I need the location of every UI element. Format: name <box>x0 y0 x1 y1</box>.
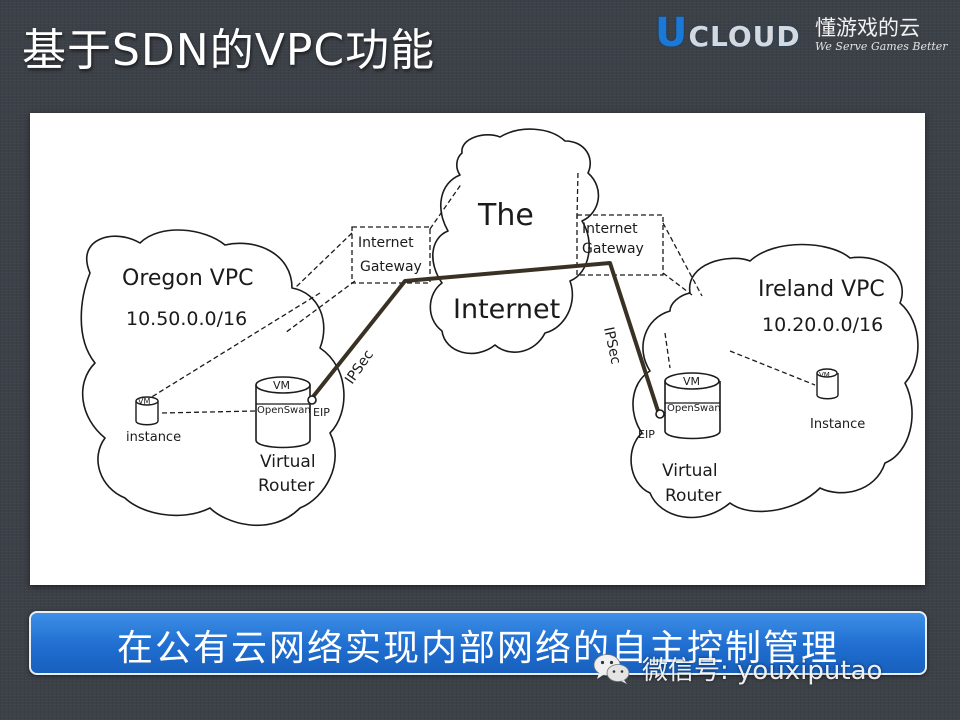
left-router-vm-label: VM <box>273 379 290 392</box>
right-instance-icon <box>816 368 839 400</box>
right-router-software: OpenSwan <box>667 403 721 414</box>
logo-tagline-cn: 懂游戏的云 <box>815 16 920 40</box>
right-eip-dot <box>655 409 665 419</box>
right-gateway-line1: Internet <box>582 221 638 237</box>
left-eip-dot <box>307 395 317 405</box>
logo-brand-u: U <box>655 10 689 56</box>
caption-text: 在公有云网络实现内部网络的自主控制管理 <box>116 628 839 669</box>
right-router-vm-label: VM <box>683 375 700 388</box>
right-virtual-router-icon <box>664 372 721 440</box>
left-virtual-router-icon <box>255 376 311 449</box>
right-instance-label: Instance <box>810 417 865 432</box>
ipsec-tunnel <box>310 261 660 412</box>
left-internet-gateway-box <box>351 226 431 284</box>
left-instance-vm-label: VM <box>138 397 150 406</box>
oregon-vpc-cloud <box>80 229 345 527</box>
ipsec-label-right: IPSec <box>600 326 624 366</box>
internet-cloud <box>429 128 600 355</box>
wechat-watermark: 微信号: youxiputao <box>592 648 952 692</box>
logo-wordmark: UCLOUD <box>655 10 801 56</box>
left-gateway-line2: Gateway <box>360 259 422 275</box>
internet-line1: The <box>477 198 534 233</box>
left-instance-icon <box>135 396 159 426</box>
ireland-vpc-cloud <box>630 243 919 519</box>
left-router-line1: Virtual <box>260 452 316 472</box>
right-gateway-line2: Gateway <box>582 241 644 257</box>
right-router-line2: Router <box>665 486 721 506</box>
watermark-text: 微信号: youxiputao <box>642 656 883 686</box>
right-eip-label: EIP <box>638 428 655 441</box>
ucloud-logo: UCLOUD 懂游戏的云 We Serve Games Better <box>655 10 955 56</box>
slide-title: 基于SDN的VPC功能 <box>22 25 436 76</box>
caption-bar: 在公有云网络实现内部网络的自主控制管理 <box>29 611 927 675</box>
ireland-vpc-name: Ireland VPC <box>758 277 885 302</box>
logo-tagline-en: We Serve Games Better <box>815 40 948 53</box>
left-instance-label: instance <box>126 430 181 445</box>
vpc-diagram-svg: The Internet Oregon VPC 10.50.0.0/16 Int… <box>80 128 919 527</box>
oregon-vpc-name: Oregon VPC <box>122 266 253 291</box>
right-instance-vm-label: VM <box>819 371 830 379</box>
ireland-vpc-cidr: 10.20.0.0/16 <box>762 314 883 336</box>
left-eip-label: EIP <box>313 406 330 419</box>
vpc-diagram: The Internet Oregon VPC 10.50.0.0/16 Int… <box>30 113 925 585</box>
right-internet-gateway-box <box>576 214 664 276</box>
oregon-vpc-cidr: 10.50.0.0/16 <box>126 308 247 330</box>
right-router-line1: Virtual <box>662 461 718 481</box>
left-router-software: OpenSwan <box>257 405 311 416</box>
internet-line2: Internet <box>453 294 560 325</box>
left-gateway-line1: Internet <box>358 235 414 251</box>
logo-brand-rest: CLOUD <box>688 20 801 53</box>
left-router-line2: Router <box>258 476 314 496</box>
wechat-icon <box>593 654 630 684</box>
